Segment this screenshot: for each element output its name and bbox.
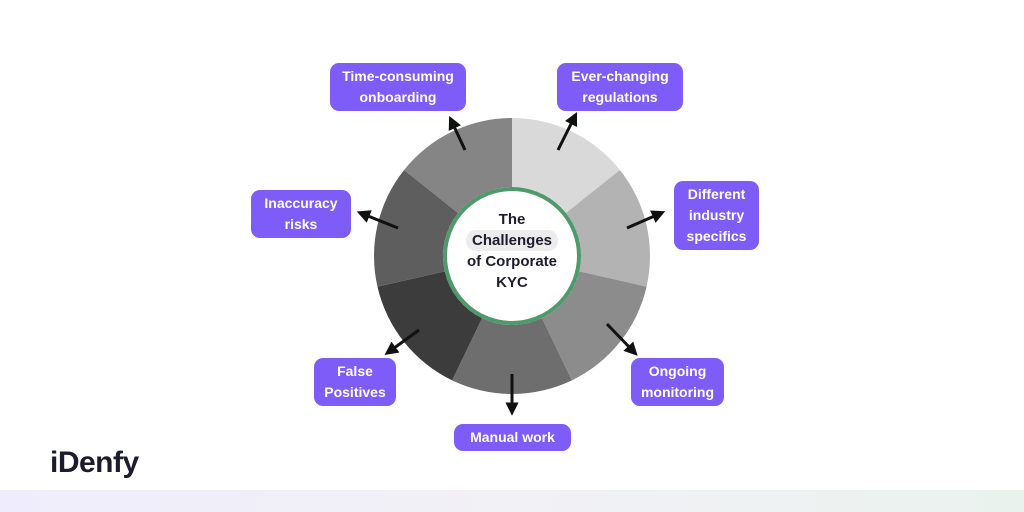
footer-band	[0, 490, 1024, 512]
segment-time-consuming	[404, 118, 512, 213]
center-circle	[443, 187, 581, 325]
arrow-ongoing-monitoring	[605, 322, 638, 356]
wheel-title-line-3: of Corporate	[467, 253, 557, 270]
segment-ever-changing	[512, 118, 620, 213]
label-inaccuracy-risks: Inaccuracy risks	[251, 190, 351, 238]
arrow-false-positives	[384, 328, 420, 355]
wheel-title-line-1: The	[498, 211, 526, 228]
segment-manual-work	[452, 318, 572, 395]
wheel-title-line-2: Challenges	[465, 230, 559, 251]
arrow-ever-changing	[556, 111, 578, 151]
segment-ongoing-monitoring	[541, 271, 647, 381]
idenfy-logo: iDenfy	[50, 446, 139, 479]
label-manual-work: Manual work	[454, 424, 571, 451]
label-false-positives: False Positives	[314, 358, 396, 406]
label-different-industry-specifics: Different industry specifics	[674, 181, 759, 250]
label-ever-changing-regulations: Ever-changing regulations	[557, 63, 683, 111]
label-ongoing-monitoring: Ongoing monitoring	[631, 358, 724, 406]
wheel-title-line-4: KYC	[496, 274, 528, 291]
label-time-consuming-onboarding: Time-consuming onboarding	[330, 63, 466, 111]
arrow-inaccuracy-risks	[356, 210, 399, 230]
segment-inaccuracy-risks	[374, 169, 459, 287]
arrow-different-industry	[626, 210, 666, 230]
wheel-segments	[374, 118, 650, 395]
segment-false-positives	[377, 271, 483, 381]
wheel-title: The Challenges of Corporate KYC	[446, 209, 578, 293]
arrow-time-consuming	[448, 115, 467, 151]
segment-different-industry	[565, 169, 650, 287]
